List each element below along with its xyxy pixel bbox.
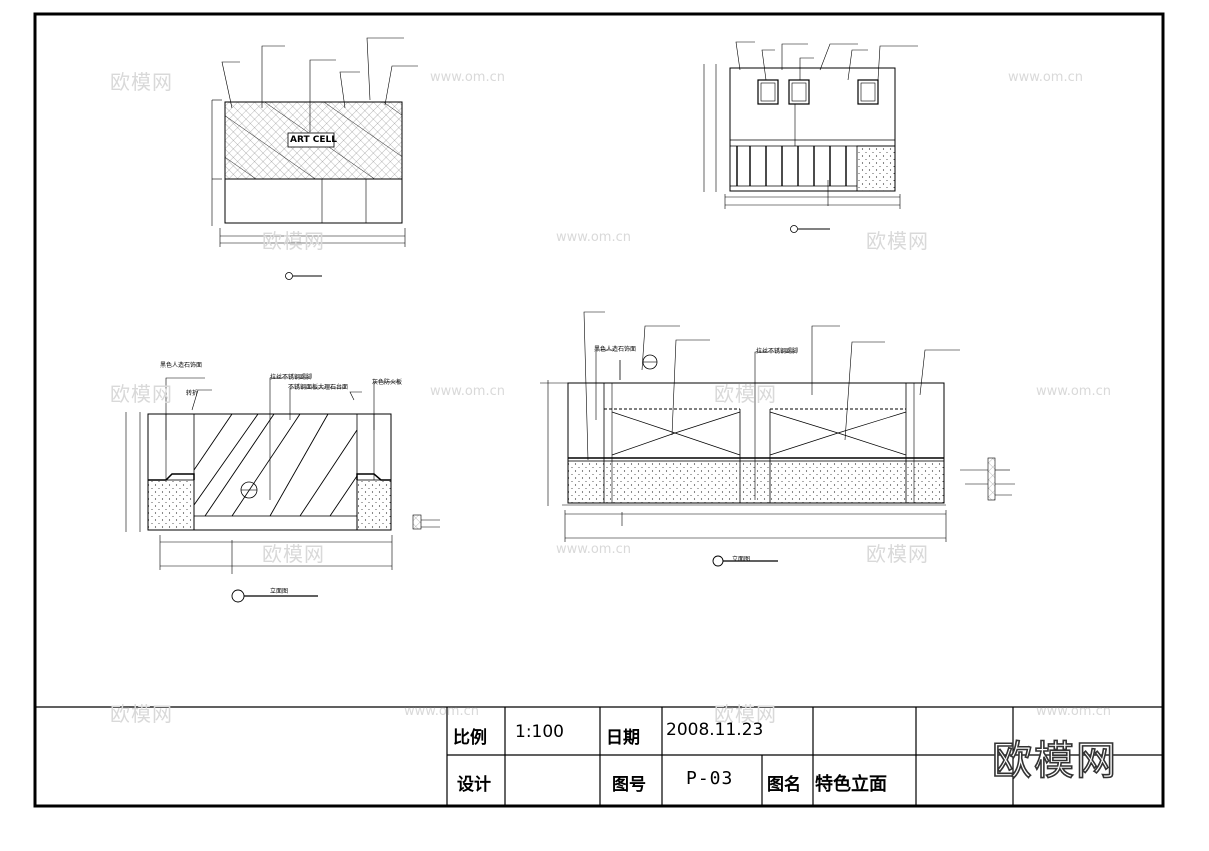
view3-note-2: 转折 [186,390,199,397]
brand-logo: 欧模网 [991,737,1118,785]
sheet-border [33,12,1165,808]
view4-note-1: 黑色人造石饰面 [594,346,637,353]
view3-note-4: 灰色防火板 [372,379,403,386]
view-bottom-left [125,377,440,603]
watermark-url: www.om.cn [404,704,479,719]
view1-sign-text: ART CELL [290,135,337,145]
scale-value: 1:100 [515,722,564,742]
view3-note-3: 拉丝不锈钢踢脚 [270,374,313,381]
watermark-brand: 欧模网 [110,382,173,406]
design-label: 设计 [457,775,491,795]
watermark-brand: 欧模网 [110,70,173,94]
watermark-brand: 欧模网 [866,542,929,566]
watermark-brand: 欧模网 [714,382,777,406]
watermark-brand: 欧模网 [866,229,929,253]
scale-label: 比例 [453,728,487,748]
view-top-left [211,37,418,280]
drawing-name-value: 特色立面 [815,774,887,795]
watermark-brand: 欧模网 [110,702,173,726]
watermark-url: www.om.cn [1036,384,1111,399]
drawing-name-label: 图名 [767,775,801,795]
view3-title: 立面图 [270,588,289,595]
view-top-right [703,41,918,233]
watermark-url: www.om.cn [556,230,631,245]
watermark-url: www.om.cn [1036,704,1111,719]
watermark-brand: 欧模网 [714,702,777,726]
watermark-url: www.om.cn [1008,70,1083,85]
date-label: 日期 [606,728,640,748]
view4-title: 立面图 [732,556,751,563]
view-bottom-right [540,311,1015,567]
date-value: 2008.11.23 [666,720,764,740]
drawing-number-value: P-03 [686,768,734,789]
view4-note-2: 拉丝不锈钢踢脚 [756,348,799,355]
title-block-grid [35,706,1163,806]
watermark-url: www.om.cn [556,542,631,557]
watermark-url: www.om.cn [430,384,505,399]
watermark-url: www.om.cn [430,70,505,85]
drawing-number-label: 图号 [612,775,646,795]
view3-note-1: 黑色人造石饰面 [160,362,203,369]
watermark-brand: 欧模网 [262,542,325,566]
watermark-brand: 欧模网 [262,229,325,253]
view3-note-5: 不锈钢面板大理石台面 [288,384,349,391]
